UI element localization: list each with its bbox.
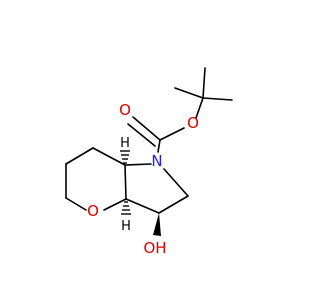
atom-carbonyl-o: O [119, 101, 131, 119]
atom-ring-o: O [87, 202, 99, 220]
bond-tbu-methyl-left [174, 87, 204, 99]
atom-n: N [151, 152, 162, 170]
bond-c7-c6 [65, 147, 94, 165]
bond-carbonyl-double-1 [132, 116, 161, 141]
bond-n-c7a [124, 163, 152, 166]
bond-c5-c4 [65, 197, 87, 211]
bond-c3a-c7a [124, 164, 127, 200]
bond-c7a-c7 [92, 147, 126, 166]
bond-lines [65, 67, 233, 214]
bond-cOH-c3a [125, 198, 160, 214]
atom-hydroxyl: OH [143, 239, 166, 257]
atom-h-bottom: H [121, 219, 131, 234]
molecule-canvas: N O O O OH H H [65, 67, 233, 257]
structure-diagram: N O O O OH H H [65, 67, 233, 257]
bond-tbu-methyl-right [202, 97, 233, 101]
bond-ch2-cOH [158, 195, 189, 214]
bond-tbu-methyl-top [202, 67, 206, 99]
atom-h-top: H [120, 136, 130, 151]
stereo-wedge-oh [153, 213, 161, 236]
stereo-hash-bottom [121, 201, 131, 215]
bond-tbu-o [195, 97, 204, 119]
bond-carbonyl-n [157, 139, 161, 153]
bond-carbonyl-double-2 [127, 123, 156, 147]
bond-ester-o-carbonyl [159, 127, 185, 141]
bond-n-ch2 [163, 168, 189, 197]
stereo-hash-top [120, 150, 130, 164]
atom-ester-o: O [187, 114, 199, 132]
bond-o-c3a [103, 198, 127, 211]
